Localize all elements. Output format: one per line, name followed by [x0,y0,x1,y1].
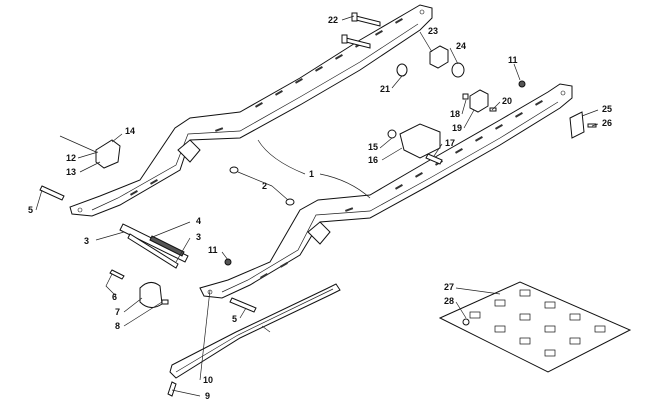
callout-19: 19 [452,123,462,133]
callout-7: 7 [115,307,120,317]
callout-13: 13 [66,167,76,177]
slide-rail-right [199,83,573,299]
callout-28: 28 [444,296,454,306]
callout-27: 27 [444,282,454,292]
callout-12: 12 [66,153,76,163]
callout-9: 9 [205,391,210,401]
wear-strip [169,283,341,379]
slide-rail-left [69,4,433,217]
callout-6: 6 [112,292,117,302]
callout-3a: 3 [84,236,89,246]
track-clip-kit [438,281,632,373]
rail-right-slots [260,99,543,279]
callout-24: 24 [456,41,466,51]
callout-16: 16 [368,155,378,165]
callouts: 1 2 3 3 4 5 5 6 7 8 9 10 11 11 12 13 14 … [28,15,612,401]
callout-2: 2 [262,181,267,191]
callout-11b: 11 [208,245,218,255]
cylinder-assembly [119,223,189,269]
callout-17: 17 [445,138,455,148]
callout-5a: 5 [28,205,33,215]
leader-lines [35,15,599,397]
callout-25: 25 [602,104,612,114]
callout-5b: 5 [232,314,237,324]
callout-15: 15 [368,142,378,152]
callout-3b: 3 [196,232,201,242]
callout-4: 4 [196,216,201,226]
callout-23: 23 [428,26,438,36]
callout-8: 8 [115,321,120,331]
callout-10: 10 [203,375,213,385]
callout-26: 26 [602,118,612,128]
callout-11a: 11 [508,55,518,65]
callout-1: 1 [309,169,314,179]
callout-14: 14 [125,126,135,136]
callout-22: 22 [328,15,338,25]
callout-21: 21 [380,84,390,94]
callout-20: 20 [502,96,512,106]
hardware [39,12,597,397]
callout-18: 18 [450,109,460,119]
